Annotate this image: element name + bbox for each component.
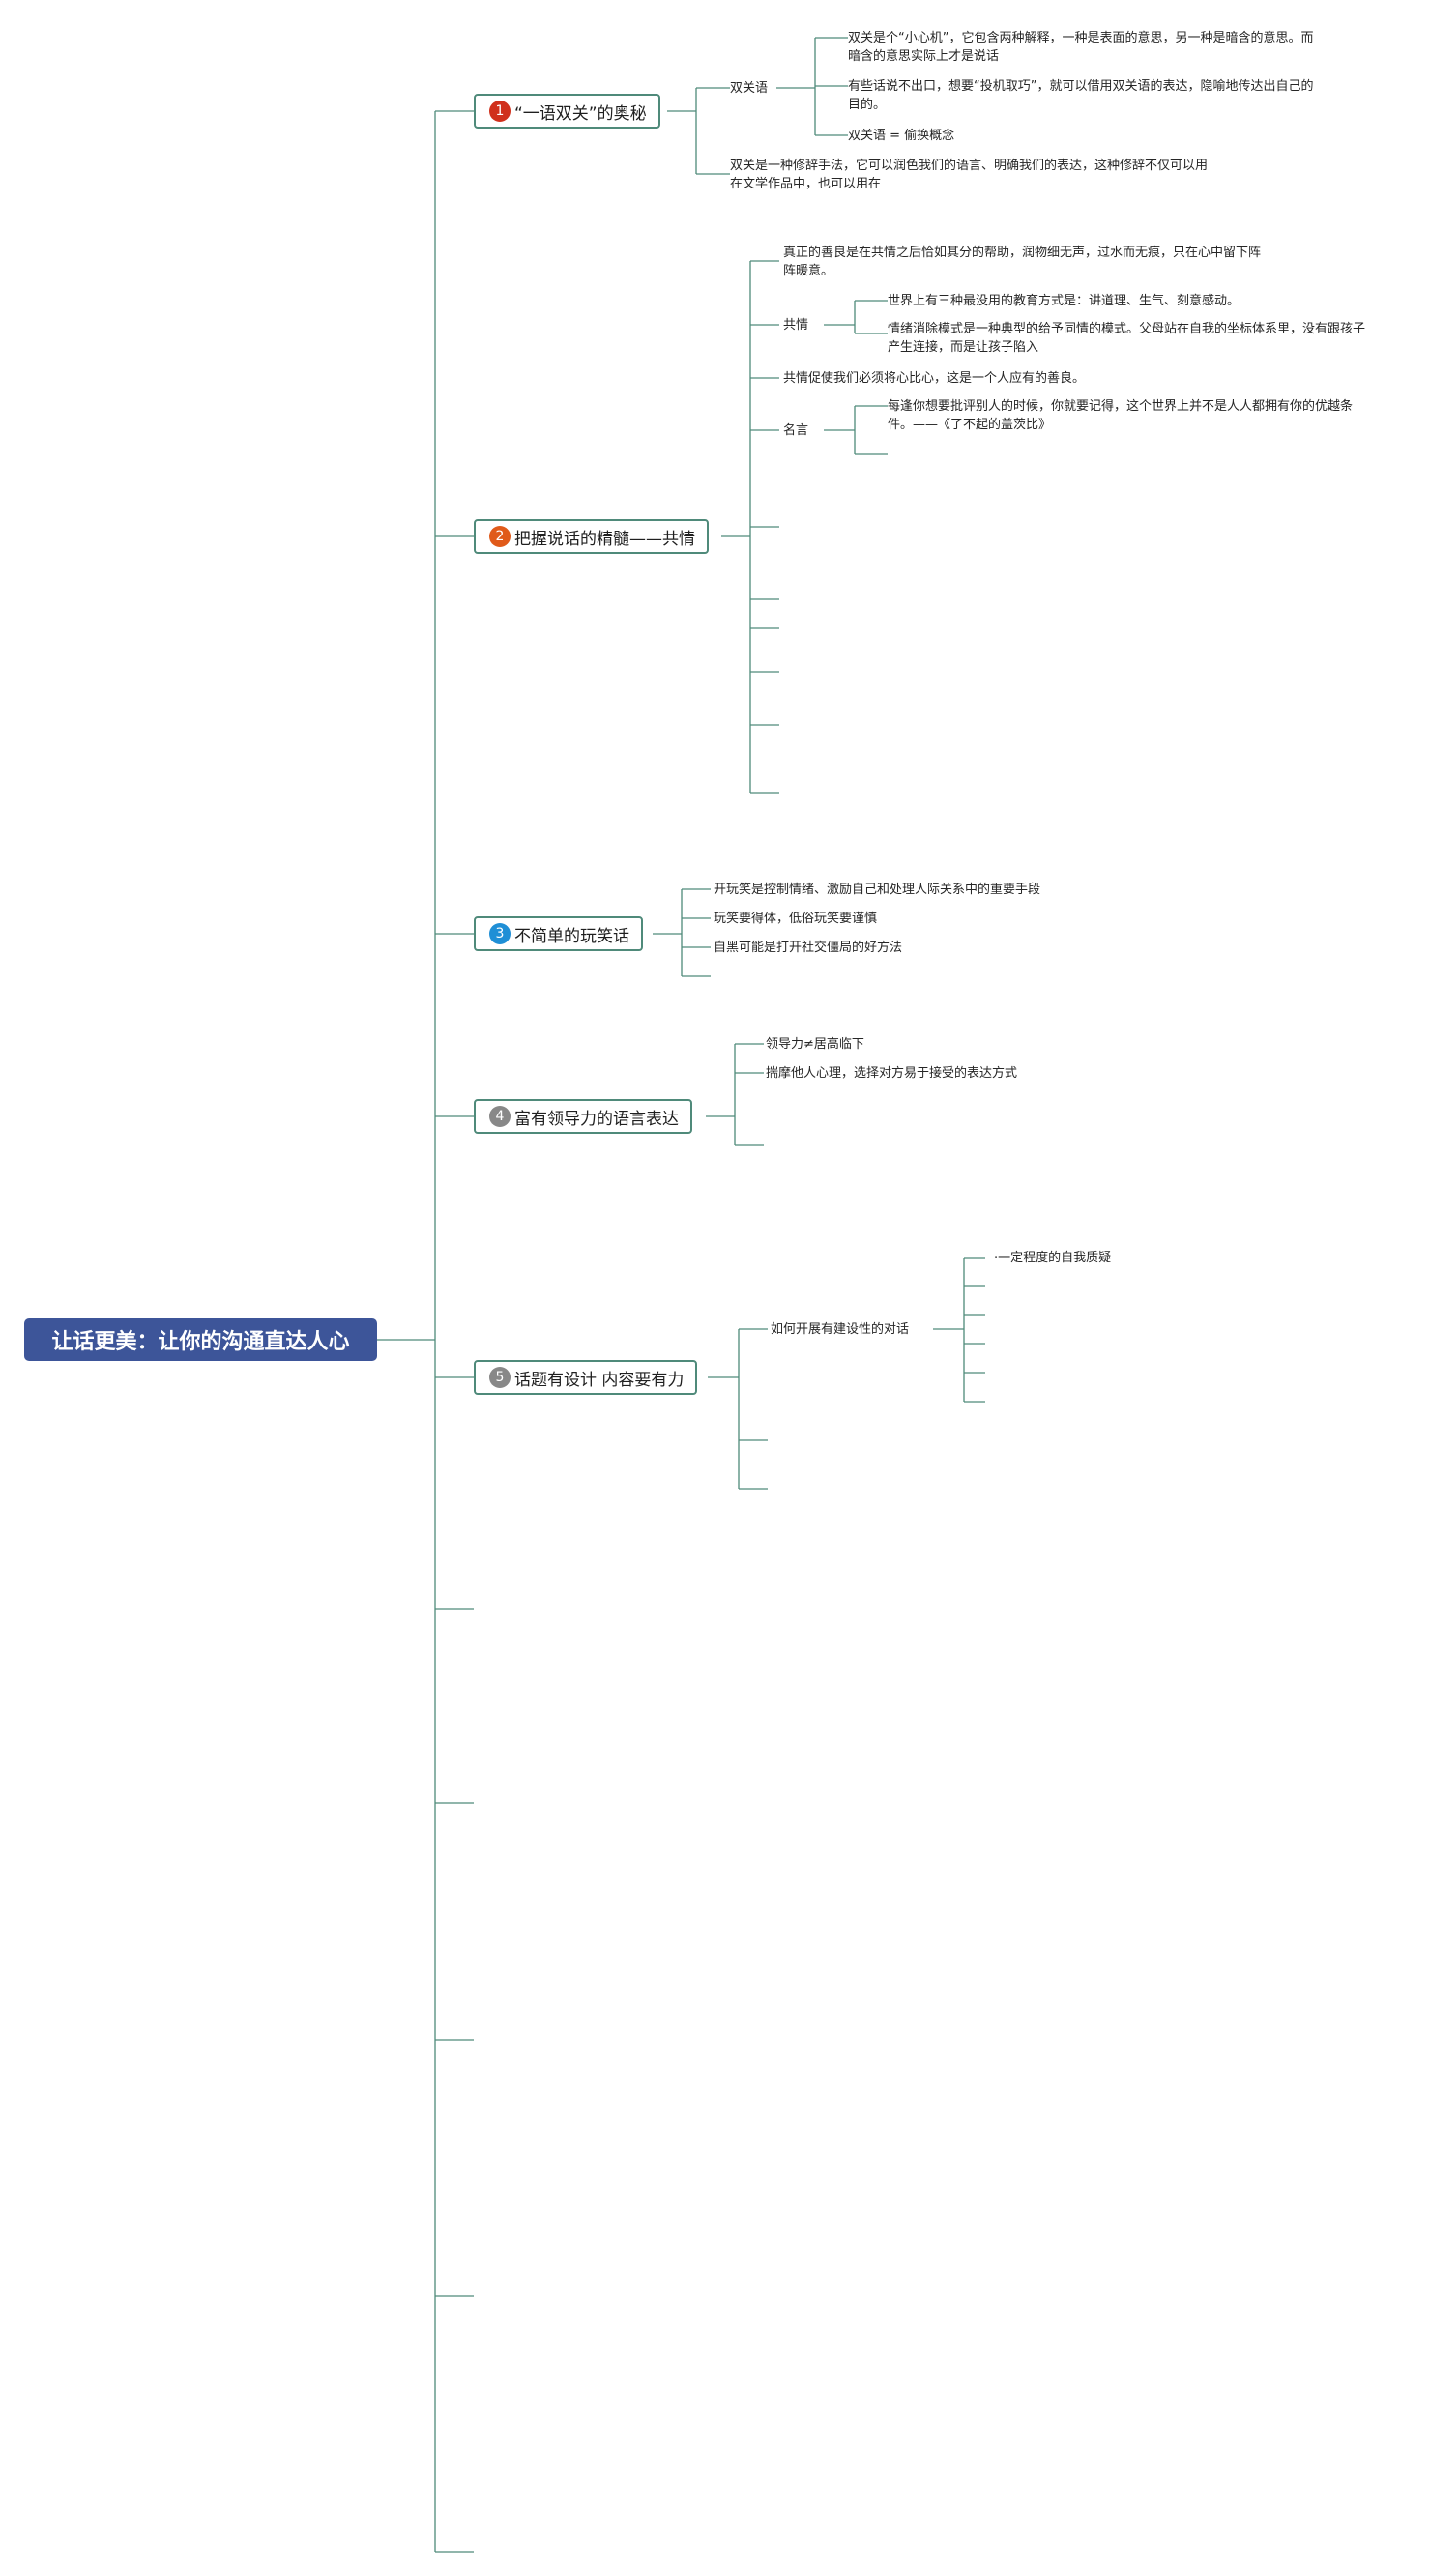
branch-5-topic[interactable]: 5 话题有设计 内容要有力 xyxy=(474,1360,698,1395)
subtopic-read-minds[interactable]: 揣摩他人心理，选择对方易于接受的表达方式 xyxy=(766,1066,1018,1081)
subtopic-gatsby-quote[interactable]: 每逢你想要批评别人的时候，你就要记得，这个世界上并不是人人都拥有你的优越条件。—… xyxy=(888,399,1354,432)
subtopic-rhetoric[interactable]: 双关是一种修辞手法，它可以润色我们的语言、明确我们的表达，这种修辞不仅可以用在文… xyxy=(730,159,1209,191)
branch-2-topic[interactable]: 2 把握说话的精髓——共情 xyxy=(474,519,709,554)
subtopic-joke-purpose[interactable]: 开玩笑是控制情绪、激励自己和处理人际关系中的重要手段 xyxy=(714,883,1041,897)
branch-title: 把握说话的精髓——共情 xyxy=(514,529,695,549)
subtopic-emotion-elimination[interactable]: 情绪消除模式是一种典型的给予同情的模式。父母站在自我的坐标体系里，没有跟孩子产生… xyxy=(888,322,1366,355)
number-badge: 3 xyxy=(489,923,511,944)
branch-3-topic[interactable]: 3 不简单的玩笑话 xyxy=(474,916,643,951)
subtopic-empathy[interactable]: 共情 xyxy=(783,318,809,333)
branch-title: 不简单的玩笑话 xyxy=(514,926,629,946)
subtopic-self-doubt[interactable]: ·一定程度的自我质疑 xyxy=(994,1251,1112,1265)
subtopic-put-yourself[interactable]: 共情促使我们必须将心比心，这是一个人应有的善良。 xyxy=(783,371,1086,386)
subtopic-constructive-dialogue[interactable]: 如何开展有建设性的对话 xyxy=(771,1322,910,1337)
subtopic-quotes[interactable]: 名言 xyxy=(783,423,809,438)
subtopic-leadership[interactable]: 领导力≠居高临下 xyxy=(766,1037,864,1052)
branch-4-topic[interactable]: 4 富有领导力的语言表达 xyxy=(474,1099,692,1134)
subtopic-pun-concept[interactable]: 双关语 = 偷换概念 xyxy=(848,129,955,143)
branch-title: “一语双关”的奥秘 xyxy=(514,103,647,124)
subtopic-pun-definition[interactable]: 双关是个“小心机”，它包含两种解释，一种是表面的意思，另一种是暗含的意思。而暗含… xyxy=(848,31,1314,64)
subtopic-pun[interactable]: 双关语 xyxy=(730,81,769,96)
branch-title: 富有领导力的语言表达 xyxy=(514,1109,679,1129)
number-badge: 5 xyxy=(489,1367,511,1388)
number-badge: 2 xyxy=(489,526,511,547)
subtopic-self-deprecation[interactable]: 自黑可能是打开社交僵局的好方法 xyxy=(714,941,903,955)
subtopic-kindness[interactable]: 真正的善良是在共情之后恰如其分的帮助，润物细无声，过水而无痕，只在心中留下阵阵暖… xyxy=(783,246,1262,278)
branch-1-topic[interactable]: 1 “一语双关”的奥秘 xyxy=(474,94,660,129)
subtopic-joke-appropriate[interactable]: 玩笑要得体，低俗玩笑要谨慎 xyxy=(714,912,878,926)
subtopic-pun-usage[interactable]: 有些话说不出口，想要“投机取巧”，就可以借用双关语的表达，隐喻地传达出自己的目的… xyxy=(848,79,1314,112)
number-badge: 4 xyxy=(489,1106,511,1127)
branch-title: 话题有设计 内容要有力 xyxy=(514,1370,685,1390)
number-badge: 1 xyxy=(489,101,511,122)
root-topic[interactable]: 让话更美：让你的沟通直达人心 xyxy=(24,1318,377,1361)
subtopic-useless-education[interactable]: 世界上有三种最没用的教育方式是：讲道理、生气、刻意感动。 xyxy=(888,294,1240,308)
